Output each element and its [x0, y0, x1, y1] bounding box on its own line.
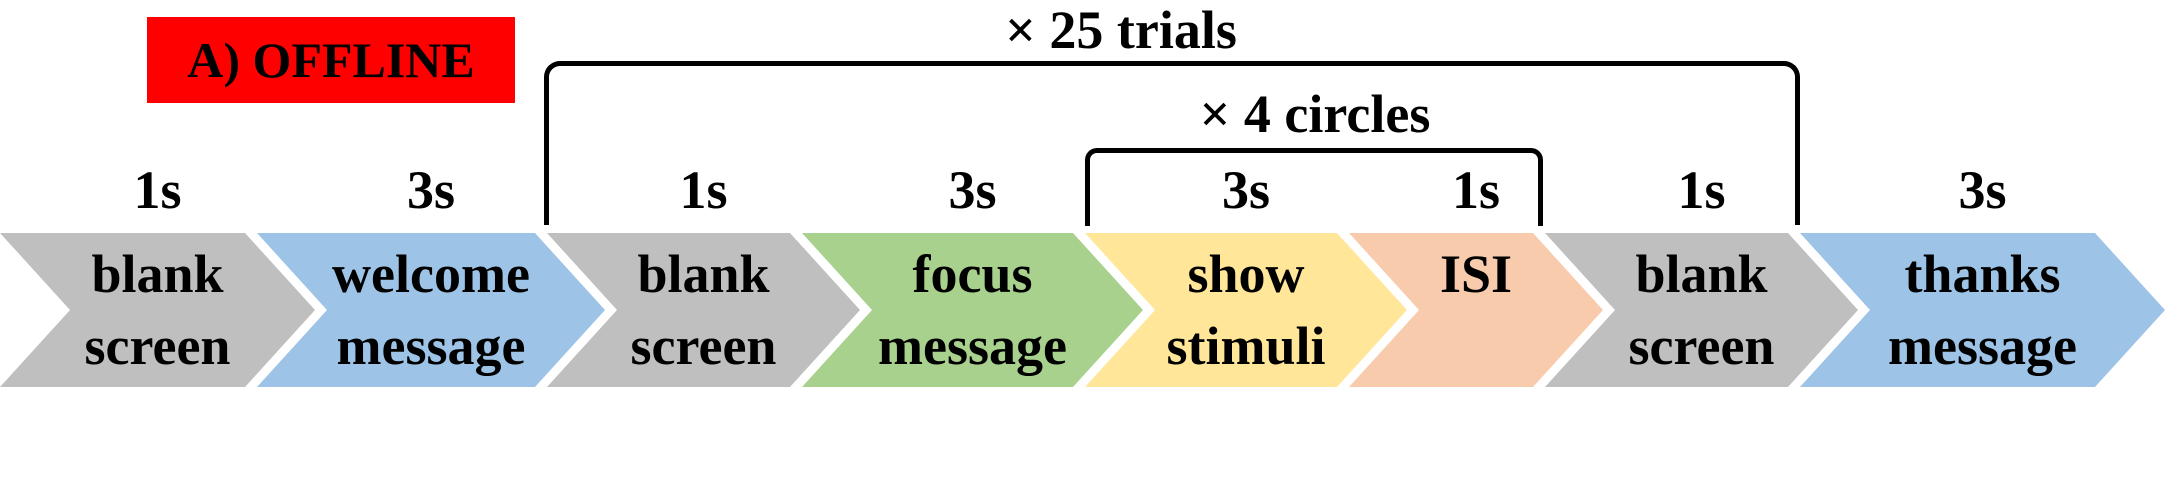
- step-label: blank screen: [631, 238, 777, 382]
- step-label-line: screen: [84, 316, 231, 376]
- step-label-line: show: [1187, 244, 1305, 304]
- step-label-line: ISI: [1439, 244, 1513, 304]
- step-duration-label: 3s: [1221, 160, 1270, 220]
- step-duration-label: 1s: [1451, 160, 1500, 220]
- step-label: focus message: [878, 238, 1067, 382]
- step-label-line: thanks: [1904, 244, 2061, 304]
- step-label-line: screen: [630, 316, 777, 376]
- step-duration-label: 1s: [133, 160, 182, 220]
- step-label: thanks message: [1888, 238, 2077, 382]
- step-label: welcome message: [332, 238, 530, 382]
- step-label-line: blank: [1635, 244, 1768, 304]
- step-duration-label: 1s: [679, 160, 728, 220]
- step-label-line: stimuli: [1166, 316, 1326, 376]
- circles-loop-bracket: [1085, 148, 1543, 226]
- circles-loop-label: × 4 circles: [1199, 84, 1431, 144]
- step-duration-label: 3s: [406, 160, 455, 220]
- step-label: blank screen: [1629, 238, 1775, 382]
- panel-label: A) OFFLINE: [147, 17, 515, 103]
- step-label: blank screen: [85, 238, 231, 382]
- step-label-line: blank: [637, 244, 770, 304]
- step-duration-label: 1s: [1677, 160, 1726, 220]
- step-duration-label: 3s: [948, 160, 997, 220]
- step-label: ISI: [1440, 238, 1512, 310]
- step-duration-label: 3s: [1958, 160, 2007, 220]
- step-label-line: screen: [1628, 316, 1775, 376]
- step-label-line: blank: [91, 244, 224, 304]
- step-label-line: message: [1888, 316, 2077, 376]
- trials-loop-bracket: [544, 61, 1800, 225]
- step-label-line: welcome: [332, 244, 530, 304]
- step-chevron: blank screen: [0, 233, 315, 387]
- step-chevron: focus message: [802, 233, 1143, 387]
- step-label-line: message: [336, 316, 526, 376]
- step-label: show stimuli: [1166, 238, 1325, 382]
- trials-loop-label: × 25 trials: [1005, 0, 1237, 60]
- step-label-line: message: [878, 316, 1067, 376]
- step-label-line: focus: [912, 244, 1033, 304]
